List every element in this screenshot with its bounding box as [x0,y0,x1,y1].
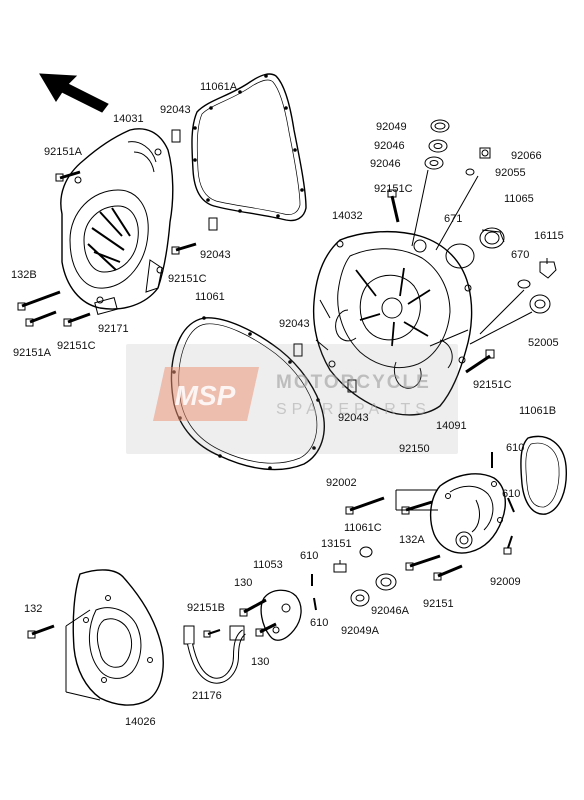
part-label-92009[interactable]: 92009 [490,576,521,588]
part-label-610[interactable]: 610 [506,442,525,454]
part-label-92049a[interactable]: 92049A [341,625,379,637]
part-label-132a[interactable]: 132A [399,534,425,546]
pin-610-b [507,497,515,513]
gasket-11061a [191,73,307,222]
seal-92049a [350,589,370,607]
seal-52005 [529,294,551,314]
part-label-610[interactable]: 610 [502,488,521,500]
oring-670 [517,279,531,289]
bolt-130-top [239,598,267,617]
watermark-text-1: MOTORCYCLE [276,372,431,393]
bolt-132-left [27,624,55,639]
pulser-cover-14091 [429,473,506,554]
part-label-13151[interactable]: 13151 [321,538,352,550]
plug-92066 [479,147,491,159]
bolt-92151c-left [171,242,197,255]
part-label-92171[interactable]: 92171 [98,323,129,335]
part-label-14026[interactable]: 14026 [125,716,156,728]
cap-11065 [479,227,505,249]
part-label-92066[interactable]: 92066 [511,150,542,162]
part-label-92151b[interactable]: 92151B [187,602,225,614]
front-direction-arrow [39,73,109,113]
bolt-92151a-bottom [25,310,57,327]
part-label-130[interactable]: 130 [251,656,270,668]
bolt-92151b [203,629,221,638]
sensor-13151 [333,560,347,573]
bolt-92151a-top [55,170,81,182]
part-label-92150[interactable]: 92150 [399,443,430,455]
part-label-671[interactable]: 671 [444,213,463,225]
gasket-11061 [170,317,325,471]
bearing-92046-a [428,139,448,153]
bolt-132b [17,290,61,311]
part-label-92043[interactable]: 92043 [279,318,310,330]
part-label-92151c[interactable]: 92151C [473,379,512,391]
part-label-16115[interactable]: 16115 [534,230,564,242]
part-label-92043[interactable]: 92043 [160,104,191,116]
part-label-610[interactable]: 610 [300,550,319,562]
part-label-92151c[interactable]: 92151C [168,273,207,285]
hose-21176 [183,625,246,684]
bolt-132a [405,554,441,571]
watermark-logo: MSP [153,367,259,421]
part-label-132[interactable]: 132 [24,603,43,615]
part-label-92049[interactable]: 92049 [376,121,407,133]
pin-610-d [313,597,317,611]
bolt-92151c-bottom [63,312,91,327]
oring-92055 [465,168,475,176]
dowel-92043-center [293,343,303,357]
oring-671 [445,243,475,269]
bolt-92150 [401,500,433,515]
part-label-92046[interactable]: 92046 [374,140,405,152]
part-label-92151a[interactable]: 92151A [13,347,51,359]
oring-11061c [359,546,373,558]
dowel-92043-left [208,217,218,231]
part-label-14032[interactable]: 14032 [332,210,363,222]
part-label-11061[interactable]: 11061 [195,291,225,303]
bolt-92009 [503,535,513,555]
part-label-11061b[interactable]: 11061B [519,405,557,417]
part-label-11065[interactable]: 11065 [504,193,534,205]
part-label-132b[interactable]: 132B [11,269,37,281]
bolt-130-bottom [255,622,277,637]
bolt-92151c-top [387,189,400,223]
part-label-14031[interactable]: 14031 [113,113,144,125]
part-label-92151c[interactable]: 92151C [57,340,96,352]
part-label-92043[interactable]: 92043 [338,412,369,424]
bracket-11053 [260,589,302,641]
generator-cover-14031 [60,128,174,310]
part-label-92151[interactable]: 92151 [423,598,454,610]
bearing-92046-b [424,156,444,170]
bolt-92151c-right [465,349,495,374]
plug-16115 [539,258,557,279]
part-92171 [94,297,118,315]
part-label-21176[interactable]: 21176 [192,690,222,702]
bolt-92002 [345,496,385,515]
part-label-130[interactable]: 130 [234,577,253,589]
svg-text:MSP: MSP [175,380,236,411]
part-label-52005[interactable]: 52005 [528,337,559,349]
bearing-92046a [375,573,397,591]
part-label-92151a[interactable]: 92151A [44,146,82,158]
part-label-11061c[interactable]: 11061C [344,522,382,534]
part-label-14091[interactable]: 14091 [436,420,467,432]
part-label-670[interactable]: 670 [511,249,530,261]
part-label-92055[interactable]: 92055 [495,167,526,179]
part-label-92002[interactable]: 92002 [326,477,357,489]
clutch-cover-14032 [312,230,473,416]
part-label-11053[interactable]: 11053 [253,559,283,571]
part-label-92043[interactable]: 92043 [200,249,231,261]
part-label-11061a[interactable]: 11061A [200,81,238,93]
bolt-92151-right [433,564,463,581]
part-label-92046a[interactable]: 92046A [371,605,409,617]
part-label-92046[interactable]: 92046 [370,158,401,170]
part-label-610[interactable]: 610 [310,617,329,629]
part-label-92151c[interactable]: 92151C [374,183,413,195]
gasket-11061b [520,435,567,515]
dowel-92043-top [171,129,181,143]
guard-14026 [72,569,164,706]
watermark-text-2: SPAREPARTS [276,401,431,418]
seal-92049 [430,119,450,133]
